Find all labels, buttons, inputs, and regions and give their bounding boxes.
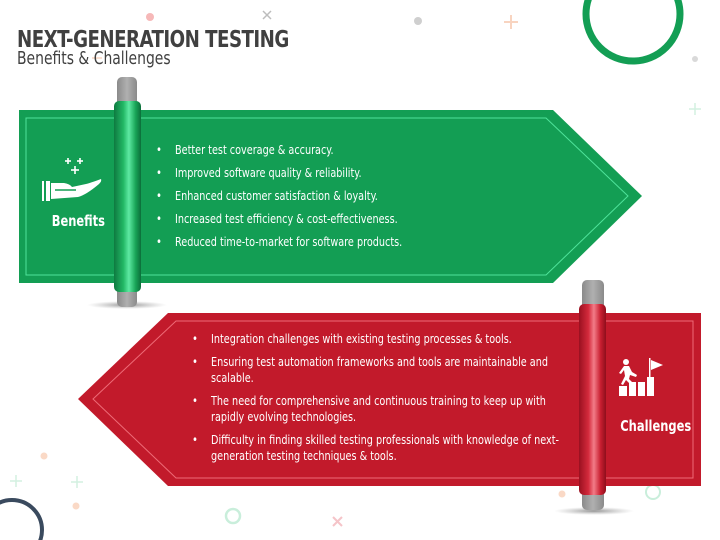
benefit-item: •Enhanced customer satisfaction & loyalt…	[156, 188, 378, 203]
benefits-label: Benefits	[51, 212, 106, 230]
benefit-item: •Improved software quality & reliability…	[156, 165, 362, 180]
benefits-list: •Better test coverage & accuracy. •Impro…	[156, 142, 439, 257]
challenges-list: •Integration challenges with existing te…	[192, 331, 591, 471]
challenge-item: •The need for comprehensive and continuo…	[192, 393, 546, 424]
challenge-item: •Integration challenges with existing te…	[192, 331, 512, 346]
dark-ring-decoration	[0, 498, 44, 540]
challenges-label: Challenges	[620, 417, 692, 435]
benefit-item: •Increased test efficiency & cost-effect…	[156, 211, 398, 226]
hand-with-sparkles-icon	[42, 158, 102, 201]
benefit-item: •Reduced time-to-market for software pro…	[156, 234, 403, 249]
benefit-item: •Better test coverage & accuracy.	[156, 142, 334, 157]
challenge-item: •Ensuring test automation frameworks and…	[192, 354, 548, 385]
challenge-item: •Difficulty in finding skilled testing p…	[192, 432, 560, 463]
page-subtitle: Benefits & Challenges	[17, 48, 171, 69]
page-title: NEXT-GENERATION TESTING	[17, 27, 289, 54]
green-ring-decoration	[582, 0, 684, 65]
benefits-icon-wrap	[38, 153, 108, 207]
person-climbing-steps-flag-icon	[619, 358, 663, 396]
challenges-icon-wrap	[619, 358, 671, 412]
